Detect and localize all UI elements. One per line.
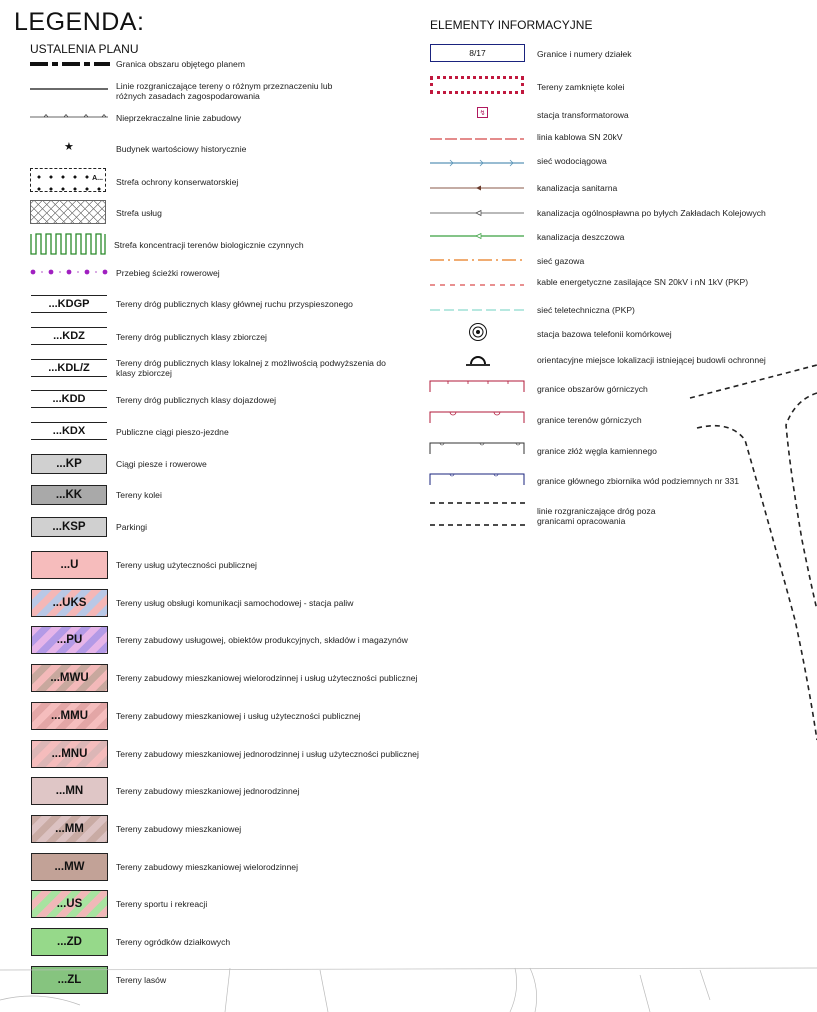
zone-label-mn: Tereny zabudowy mieszkaniowej jednorodzi… bbox=[116, 786, 300, 796]
road-code-kdgp: ...KDGP bbox=[31, 295, 107, 313]
road-label-kdlz: Tereny dróg publicznych klasy lokalnej z… bbox=[116, 358, 386, 378]
info-label-shelter: orientacyjne miejsce lokalizacji istniej… bbox=[537, 355, 766, 365]
code-box-ksp: ...KSP bbox=[31, 517, 107, 537]
zone-code-box-mw: ...MW bbox=[31, 853, 108, 881]
zone-label-mw: Tereny zabudowy mieszkaniowej wielorodzi… bbox=[116, 862, 298, 872]
building-line-symbol bbox=[30, 113, 108, 118]
historic-building-star-icon: ★ bbox=[64, 141, 74, 153]
zone-label-mwu: Tereny zabudowy mieszkaniowej wielorodzi… bbox=[116, 673, 418, 683]
info-label-mining-area: granice obszarów górniczych bbox=[537, 384, 648, 394]
demarcation-line-label: Linie rozgraniczające tereny o różnym pr… bbox=[116, 81, 333, 101]
zone-code-box-uks: ...UKS bbox=[31, 589, 108, 617]
biological-zone-symbol bbox=[30, 233, 106, 255]
label-kp: Ciągi piesze i rowerowe bbox=[116, 459, 207, 469]
info-label-cable-sn: linia kablowa SN 20kV bbox=[537, 132, 623, 142]
telecom-line-symbol bbox=[430, 309, 524, 311]
info-label-gas: sieć gazowa bbox=[537, 256, 585, 266]
info-label-mining-terrain: granice terenów górniczych bbox=[537, 415, 642, 425]
zone-label-uks: Tereny usług obsługi komunikacji samocho… bbox=[116, 598, 354, 608]
zone-code-box-zl: ...ZL bbox=[31, 966, 108, 994]
coal-deposit-boundary-symbol bbox=[429, 442, 525, 454]
gas-line-symbol bbox=[430, 259, 524, 261]
zone-code-box-mwu: ...MWU bbox=[31, 664, 108, 692]
zone-code-box-u: ...U bbox=[31, 551, 108, 579]
info-label-sanitary: kanalizacja sanitarna bbox=[537, 183, 618, 193]
legend-title: LEGENDA: bbox=[14, 8, 145, 36]
info-label-telecom: sieć teletechniczna (PKP) bbox=[537, 305, 635, 315]
info-label-outer-roads: linie rozgraniczające dróg poza granicam… bbox=[537, 506, 656, 526]
conservation-zone-symbol: A... bbox=[30, 168, 106, 192]
zone-code-box-mn: ...MN bbox=[31, 777, 108, 805]
zone-label-u: Tereny usług użyteczności publicznej bbox=[116, 560, 257, 570]
parcel-number-box: 8/17 bbox=[430, 44, 525, 62]
info-label-water: sieć wodociągowa bbox=[537, 156, 607, 166]
zone-label-us: Tereny sportu i rekreacji bbox=[116, 899, 208, 909]
groundwater-reservoir-symbol bbox=[429, 473, 525, 485]
info-label-coal-deposit: granice złóż węgla kamiennego bbox=[537, 446, 657, 456]
plan-boundary-symbol bbox=[30, 62, 110, 66]
shelter-icon bbox=[466, 356, 490, 366]
building-line-label: Nieprzekraczalne linie zabudowy bbox=[116, 113, 242, 123]
label-ksp: Parkingi bbox=[116, 522, 148, 532]
info-label-pkp-power: kable energetyczne zasilające SN 20kV i … bbox=[537, 277, 749, 287]
demarcation-line-symbol bbox=[30, 88, 108, 90]
storm-sewer-symbol bbox=[430, 232, 524, 240]
plan-boundary-label: Granica obszaru objętego planem bbox=[116, 59, 245, 69]
road-code-kdlz: ...KDL/Z bbox=[31, 359, 107, 377]
transformer-station-icon: ↯ bbox=[477, 107, 488, 118]
zone-label-zd: Tereny ogródków działkowych bbox=[116, 937, 231, 947]
zone-code-box-mnu: ...MNU bbox=[31, 740, 108, 768]
info-label-rail-closed: Tereny zamknięte kolei bbox=[537, 82, 625, 92]
road-code-kdz: ...KDZ bbox=[31, 327, 107, 345]
code-box-kp: ...KP bbox=[31, 454, 107, 474]
sanitary-sewer-symbol bbox=[430, 185, 524, 191]
zone-label-zl: Tereny lasów bbox=[116, 975, 167, 985]
zone-label-mnu: Tereny zabudowy mieszkaniowej jednorodzi… bbox=[116, 749, 419, 759]
info-heading: ELEMENTY INFORMACYJNE bbox=[430, 18, 593, 32]
road-code-kdx: ...KDX bbox=[31, 422, 107, 440]
info-label-combined-sewer: kanalizacja ogólnospławna po byłych Zakł… bbox=[537, 208, 766, 218]
info-label-cell-tower: stacja bazowa telefonii komórkowej bbox=[537, 329, 672, 339]
info-label-groundwater: granice głównego zbiornika wód podziemny… bbox=[537, 476, 740, 486]
road-label-kdd: Tereny dróg publicznych klasy dojazdowej bbox=[116, 395, 277, 405]
info-label-parcels: Granice i numery działek bbox=[537, 49, 632, 59]
conservation-zone-label: Strefa ochrony konserwatorskiej bbox=[116, 177, 239, 187]
outer-road-lines-symbol bbox=[430, 502, 526, 526]
zone-code-box-mm: ...MM bbox=[31, 815, 108, 843]
zone-code-box-us: ...US bbox=[31, 890, 108, 918]
zone-label-pu: Tereny zabudowy usługowej, obiektów prod… bbox=[116, 635, 408, 645]
label-kk: Tereny kolei bbox=[116, 490, 162, 500]
zone-label-mm: Tereny zabudowy mieszkaniowej bbox=[116, 824, 242, 834]
info-label-transformer: stacja transformatorowa bbox=[537, 110, 629, 120]
road-code-kdd: ...KDD bbox=[31, 390, 107, 408]
combined-sewer-symbol bbox=[430, 209, 524, 217]
cable-sn-line-symbol bbox=[430, 138, 524, 140]
road-label-kdx: Publiczne ciągi pieszo-jezdne bbox=[116, 427, 229, 437]
zone-code-box-zd: ...ZD bbox=[31, 928, 108, 956]
service-zone-label: Strefa usług bbox=[116, 208, 162, 218]
biological-zone-label: Strefa koncentracji terenów biologicznie… bbox=[114, 240, 304, 250]
plan-heading: USTALENIA PLANU bbox=[30, 42, 139, 56]
zone-code-box-pu: ...PU bbox=[31, 626, 108, 654]
zone-label-mmu: Tereny zabudowy mieszkaniowej i usług uż… bbox=[116, 711, 361, 721]
zone-code-box-mmu: ...MMU bbox=[31, 702, 108, 730]
road-label-kdz: Tereny dróg publicznych klasy zbiorczej bbox=[116, 332, 267, 342]
conservation-zone-code: A... bbox=[92, 175, 103, 182]
cell-tower-icon bbox=[469, 323, 487, 341]
bike-path-symbol bbox=[30, 269, 108, 275]
mining-area-boundary-symbol bbox=[429, 380, 525, 392]
code-box-kk: ...KK bbox=[31, 485, 107, 505]
mining-terrain-boundary-symbol bbox=[429, 411, 525, 423]
parcel-number: 8/17 bbox=[469, 48, 486, 58]
info-label-storm-sewer: kanalizacja deszczowa bbox=[537, 232, 625, 242]
bike-path-label: Przebieg ścieżki rowerowej bbox=[116, 268, 220, 278]
historic-building-label: Budynek wartościowy historycznie bbox=[116, 144, 247, 154]
service-zone-symbol bbox=[30, 200, 106, 224]
rail-closed-symbol bbox=[430, 76, 524, 94]
water-line-symbol bbox=[430, 159, 524, 167]
road-label-kdgp: Tereny dróg publicznych klasy głównej ru… bbox=[116, 299, 353, 309]
